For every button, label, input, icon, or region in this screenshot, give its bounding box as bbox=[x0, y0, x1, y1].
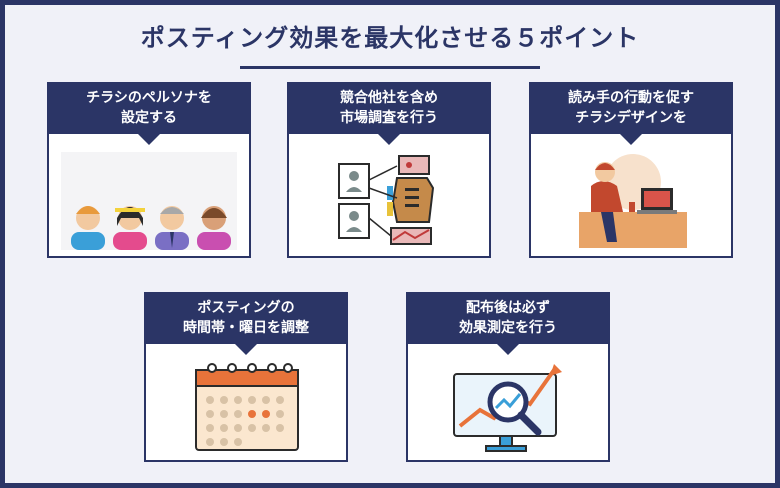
page-title: ポスティング効果を最大化させる５ポイント bbox=[140, 24, 640, 52]
card-title-line1: 競合他社を含め bbox=[340, 90, 438, 106]
calendar-icon bbox=[195, 363, 299, 451]
designer-at-laptop-icon bbox=[579, 154, 687, 248]
title-underline bbox=[240, 66, 540, 69]
card-header: ポスティングの 時間帯・曜日を調整 bbox=[144, 292, 348, 355]
market-research-board-icon bbox=[338, 155, 435, 245]
card-timing: ポスティングの 時間帯・曜日を調整 bbox=[144, 292, 348, 462]
card-header: チラシのペルソナを 設定する bbox=[47, 82, 251, 145]
analytics-monitor-icon bbox=[453, 364, 562, 452]
card-title-line2: 時間帯・曜日を調整 bbox=[183, 320, 309, 336]
card-title-line2: 市場調査を行う bbox=[340, 110, 438, 126]
card-effect-measurement: 配布後は必ず 効果測定を行う bbox=[406, 292, 610, 462]
card-title-line1: ポスティングの bbox=[197, 300, 295, 316]
card-title-line1: 読み手の行動を促す bbox=[568, 90, 694, 106]
card-persona: チラシのペルソナを 設定する bbox=[47, 82, 251, 258]
card-title-line2: チラシデザインを bbox=[575, 110, 687, 126]
card-market-research: 競合他社を含め 市場調査を行う bbox=[287, 82, 491, 258]
card-flyer-design: 読み手の行動を促す チラシデザインを bbox=[529, 82, 733, 258]
card-title-line1: 配布後は必ず bbox=[466, 300, 550, 316]
card-header: 競合他社を含め 市場調査を行う bbox=[287, 82, 491, 145]
card-header: 読み手の行動を促す チラシデザインを bbox=[529, 82, 733, 145]
card-title-line2: 効果測定を行う bbox=[459, 320, 557, 336]
card-title-line2: 設定する bbox=[121, 110, 177, 126]
card-title-line1: チラシのペルソナを bbox=[86, 90, 212, 106]
card-header: 配布後は必ず 効果測定を行う bbox=[406, 292, 610, 355]
people-persona-icon bbox=[61, 152, 237, 250]
